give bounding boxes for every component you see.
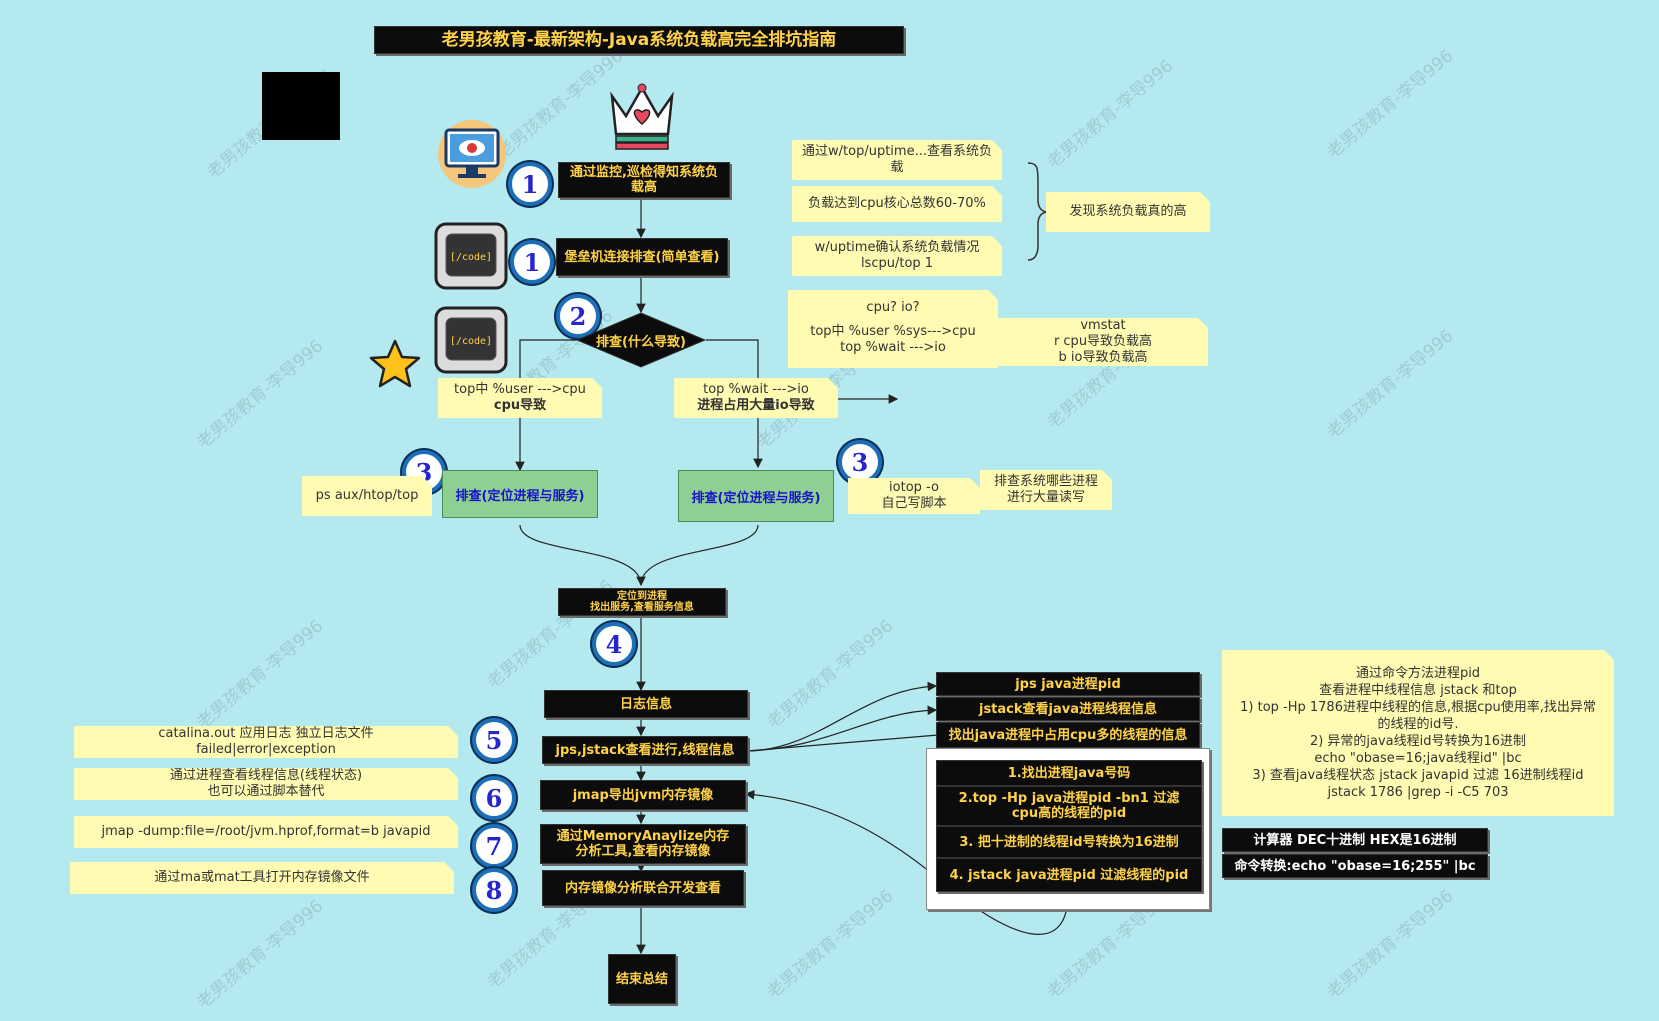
note-line: cpu导致 [493, 398, 547, 413]
memory-line: 分析工具,查看内存镜像 [575, 844, 711, 859]
note-line: 通过命令方法进程pid [1355, 666, 1481, 681]
step-line: cpu高的线程的pid [1011, 806, 1127, 821]
step-badge: 3 [402, 450, 446, 494]
note-line: 进行大量读写 [1006, 490, 1085, 505]
step-jstack-grep[interactable]: 4. jstack java进程pid 过滤线程的pid [936, 858, 1202, 892]
node-jmap-export[interactable]: jmap导出jvm内存镜像 [540, 780, 746, 810]
note-line: w/uptime确认系统负载情况 [814, 240, 980, 255]
note-line: jstack 1786 |grep -i -C5 703 [1327, 785, 1509, 800]
locate-line: 找出服务,查看服务信息 [590, 602, 694, 613]
node-locate-right[interactable]: 排查(定位进程与服务) [678, 470, 834, 522]
step-badge: 8 [472, 868, 516, 912]
node-jps-jstack[interactable]: jps,jstack查看进行,线程信息 [542, 736, 748, 764]
note-line: top %wait --->io [703, 382, 809, 397]
note-load-threshold: 负载达到cpu核心总数60-70% [792, 186, 1002, 222]
note-vmstat: vmstat r cpu导致负载高 b io导致负载高 [998, 318, 1208, 366]
node-log-info[interactable]: 日志信息 [544, 690, 748, 718]
locate-line: 定位到进程 [617, 591, 667, 602]
branch-find-cpu-thread[interactable]: 找出java进程中占用cpu多的线程的信息 [936, 722, 1200, 748]
step-badge: 7 [472, 824, 516, 868]
note-line: 自己写脚本 [881, 496, 947, 511]
code-terminal-icon: [/code] [432, 304, 510, 376]
calc-obase-command[interactable]: 命令转换:echo "obase=16;255" |bc [1222, 854, 1488, 878]
note-heavy-rw: 排查系统哪些进程 进行大量读写 [980, 470, 1112, 510]
black-image-block [262, 72, 340, 140]
note-jmap-command: jmap -dump:file=/root/jvm.hprof,format=b… [74, 816, 458, 848]
note-thread-info: 通过进程查看线程信息(线程状态) 也可以通过脚本替代 [74, 768, 458, 800]
note-line: top中 %user --->cpu [454, 382, 586, 397]
note-mat-tool: 通过ma或mat工具打开内存镜像文件 [70, 862, 454, 894]
star-icon [368, 338, 422, 390]
monitor-eye-icon [436, 118, 508, 190]
step-badge: 1 [508, 162, 552, 206]
note-check-load: 通过w/top/uptime...查看系统负载 [792, 140, 1002, 180]
svg-text:[/code]: [/code] [450, 252, 492, 263]
note-line: failed|error|exception [196, 742, 336, 757]
calc-dec-hex[interactable]: 计算器 DEC十进制 HEX是16进制 [1222, 828, 1488, 852]
page-title: 老男孩教育-最新架构-Java系统负载高完全排坑指南 [374, 26, 904, 54]
step-convert-hex[interactable]: 3. 把十进制的线程id号转换为16进制 [936, 826, 1202, 858]
step-badge: 6 [472, 776, 516, 820]
note-iotop: iotop -o 自己写脚本 [848, 478, 980, 514]
note-line: 进程占用大量io导致 [697, 398, 815, 413]
note-line: lscpu/top 1 [860, 256, 934, 271]
step-top-hp[interactable]: 2.top -Hp java进程pid -bn1 过滤 cpu高的线程的pid [936, 786, 1202, 826]
step-badge: 2 [556, 294, 600, 338]
note-line: 也可以通过脚本替代 [207, 784, 325, 799]
note-line: cpu? io? [866, 300, 920, 315]
svg-text:[/code]: [/code] [450, 336, 492, 347]
branch-jstack-threads[interactable]: jstack查看java进程线程信息 [936, 697, 1200, 721]
crown-heart-icon [606, 82, 678, 154]
node-end-summary[interactable]: 结束总结 [608, 954, 676, 1004]
node-locate-process[interactable]: 定位到进程 找出服务,查看服务信息 [558, 588, 726, 616]
note-line: 1) top -Hp 1786进程中线程的信息,根据cpu使用率,找出异常 [1240, 700, 1596, 715]
step-badge: 3 [838, 440, 882, 484]
step-badge: 1 [510, 240, 554, 284]
node-locate-left[interactable]: 排查(定位进程与服务) [442, 470, 598, 518]
decision-label: 排查(什么导致) [596, 334, 686, 350]
note-line: 2) 异常的java线程id号转换为16进制 [1309, 734, 1527, 749]
note-line: top中 %user %sys--->cpu [810, 324, 976, 339]
note-line: r cpu导致负载高 [1053, 334, 1153, 349]
code-terminal-icon: [/code] [432, 220, 510, 292]
note-line: iotop -o [889, 480, 939, 495]
note-catalina-log: catalina.out 应用日志 独立日志文件 failed|error|ex… [74, 726, 458, 758]
note-ps-tools: ps aux/htop/top [302, 476, 432, 516]
note-line: 的线程的id号. [1377, 717, 1459, 732]
step-badge: 5 [472, 718, 516, 762]
note-line: 3) 查看java线程状态 jstack javapid 过滤 16进制线程id [1252, 768, 1584, 783]
decision-diamond [576, 312, 706, 368]
step-line: 2.top -Hp java进程pid -bn1 过滤 [958, 791, 1180, 806]
step-badge: 4 [592, 622, 636, 666]
note-line: top %wait --->io [840, 340, 946, 355]
node-memory-analyzer[interactable]: 通过MemoryAnaylize内存 分析工具,查看内存镜像 [540, 824, 746, 864]
note-line: 查看进程中线程信息 jstack 和top [1319, 683, 1517, 698]
branch-jps-pid[interactable]: jps java进程pid [936, 672, 1200, 696]
node-heap-analysis[interactable]: 内存镜像分析联合开发查看 [542, 870, 744, 906]
note-confirm-load: w/uptime确认系统负载情况 lscpu/top 1 [792, 236, 1002, 276]
memory-line: 通过MemoryAnaylize内存 [556, 829, 730, 844]
note-line: 通过进程查看线程信息(线程状态) [169, 768, 363, 783]
step-find-pid[interactable]: 1.找出进程java号码 [936, 760, 1202, 786]
note-line: echo "obase=16;java线程id" |bc [1314, 751, 1522, 766]
note-jstack-method: 通过命令方法进程pid 查看进程中线程信息 jstack 和top 1) top… [1222, 650, 1614, 816]
note-line: 排查系统哪些进程 [993, 474, 1098, 489]
note-line: b io导致负载高 [1058, 350, 1148, 365]
note-load-confirmed: 发现系统负载真的高 [1046, 192, 1210, 232]
note-io-cause: top %wait --->io 进程占用大量io导致 [674, 378, 838, 418]
note-line: vmstat [1080, 318, 1126, 333]
node-bastion-check[interactable]: 堡垒机连接排查(简单查看) [556, 238, 728, 276]
note-line: catalina.out 应用日志 独立日志文件 [158, 726, 374, 741]
node-monitor-alert[interactable]: 通过监控,巡检得知系统负载高 [558, 162, 730, 198]
note-cpu-or-io: cpu? io? top中 %user %sys--->cpu top %wai… [788, 290, 998, 368]
node-decision-cause[interactable]: 排查(什么导致) [576, 312, 706, 368]
note-cpu-cause: top中 %user --->cpu cpu导致 [438, 378, 602, 418]
